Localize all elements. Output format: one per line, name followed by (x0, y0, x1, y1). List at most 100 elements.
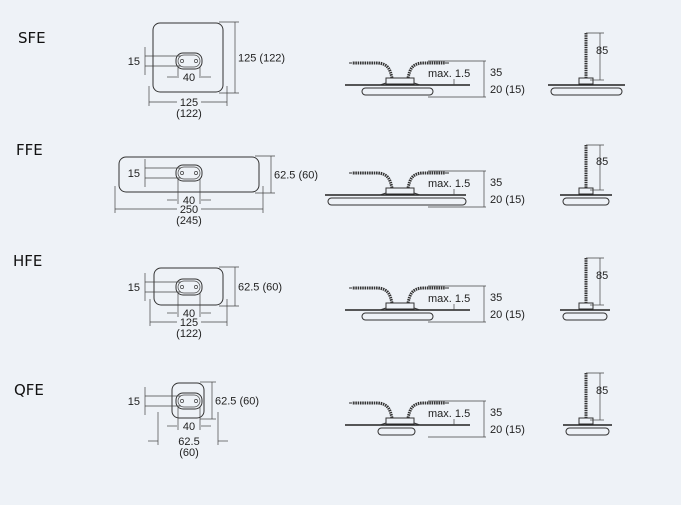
slot-height-label: 15 (128, 282, 140, 294)
terminal-slot-outer (175, 392, 203, 410)
end-view: 85 (560, 144, 612, 206)
cable-right (406, 401, 445, 419)
side-height-top-label: 35 (490, 407, 502, 419)
cable-left (352, 401, 394, 419)
cable-left (352, 61, 394, 79)
terminal-hole (194, 59, 198, 63)
top-view: 15 40 62.5 (60) 125(122) (128, 266, 282, 340)
width-dimension-alt-label: (60) (179, 447, 199, 459)
slot-width-label: 40 (183, 421, 195, 433)
max-gap-label: max. 1.5 (428, 293, 470, 305)
terminal-slot-outer (175, 278, 203, 296)
heating-element (361, 312, 434, 321)
cable-left (352, 286, 394, 304)
end-height-label: 85 (596, 270, 608, 282)
housing-flange (379, 82, 421, 86)
side-height-bottom-label: 20 (15) (490, 309, 525, 321)
terminal-slot-outer (175, 164, 203, 182)
side-height-top-label: 35 (490, 292, 502, 304)
model-row-2: HFE 15 40 62.5 (60) 125(122) max. 1.5 35 20 (15… (13, 252, 610, 340)
height-dimension-label: 62.5 (60) (274, 170, 318, 182)
terminal-housing (578, 302, 594, 310)
end-view: 85 (548, 32, 625, 96)
housing-flange (379, 307, 421, 311)
terminal-hole (180, 285, 184, 289)
terminal-housing (385, 77, 415, 85)
terminal-hole (194, 399, 198, 403)
element-outline (171, 382, 205, 419)
side-height-bottom-label: 20 (15) (490, 194, 525, 206)
terminal-housing (385, 302, 415, 310)
heating-element (550, 87, 623, 96)
max-gap-label: max. 1.5 (428, 408, 470, 420)
cable-right (406, 171, 445, 189)
side-height-top-label: 35 (490, 67, 502, 79)
terminal-slot-inner (177, 394, 201, 408)
model-name: HFE (13, 252, 42, 270)
element-outline (153, 267, 224, 306)
width-dimension-alt-label: (122) (176, 328, 202, 340)
end-view: 85 (560, 257, 610, 321)
side-height-bottom-label: 20 (15) (490, 84, 525, 96)
side-view: max. 1.5 35 20 (15) (345, 285, 525, 323)
slot-width-label: 40 (183, 308, 195, 320)
height-dimension-label: 62.5 (60) (215, 396, 259, 408)
slot-height-label: 15 (128, 168, 140, 180)
width-dimension-label: 250 (180, 204, 198, 216)
slot-height-label: 15 (128, 396, 140, 408)
width-dimension-label: 125 (180, 97, 198, 109)
terminal-hole (180, 171, 184, 175)
heating-element (562, 197, 610, 206)
end-height-label: 85 (596, 156, 608, 168)
terminal-hole (180, 399, 184, 403)
side-view: max. 1.5 35 20 (15) (345, 60, 525, 98)
terminal-housing (385, 417, 415, 425)
terminal-housing (578, 187, 594, 195)
housing-flange (379, 192, 421, 196)
terminal-slot-inner (177, 54, 201, 68)
terminal-housing (578, 417, 594, 425)
end-view: 85 (563, 372, 612, 436)
width-dimension-alt-label: (245) (176, 215, 202, 227)
slot-width-label: 40 (183, 195, 195, 207)
max-gap-label: max. 1.5 (428, 178, 470, 190)
terminal-hole (194, 285, 198, 289)
terminal-hole (180, 59, 184, 63)
cable-right (406, 286, 445, 304)
model-row-0: SFE 15 40 125 (122) 125(122) max. 1.5 35 20 (15… (18, 21, 625, 120)
width-dimension-alt-label: (122) (176, 108, 202, 120)
element-outline (118, 156, 260, 193)
terminal-hole (194, 171, 198, 175)
heating-element (377, 427, 416, 436)
side-height-top-label: 35 (490, 177, 502, 189)
heating-element (327, 197, 467, 206)
end-height-label: 85 (596, 385, 608, 397)
slot-height-label: 15 (128, 56, 140, 68)
end-height-label: 85 (596, 45, 608, 57)
element-outline (152, 22, 224, 93)
cable-right (406, 61, 445, 79)
cable-left (352, 171, 394, 189)
model-name: QFE (14, 381, 44, 399)
heating-element (562, 312, 608, 321)
top-view: 15 40 62.5 (60) 250(245) (114, 155, 318, 227)
model-row-3: QFE 15 40 62.5 (60) 62.5(60) max. 1.5 35 20 (15… (14, 372, 612, 459)
top-view: 15 40 125 (122) 125(122) (128, 21, 285, 120)
heating-element (565, 427, 610, 436)
slot-width-label: 40 (183, 72, 195, 84)
model-name: SFE (18, 29, 46, 47)
housing-flange (379, 422, 421, 426)
height-dimension-label: 62.5 (60) (238, 282, 282, 294)
terminal-slot-outer (175, 52, 203, 70)
width-dimension-label: 62.5 (178, 436, 199, 448)
max-gap-label: max. 1.5 (428, 68, 470, 80)
terminal-slot-inner (177, 166, 201, 180)
terminal-housing (385, 187, 415, 195)
width-dimension-label: 125 (180, 317, 198, 329)
terminal-slot-inner (177, 280, 201, 294)
height-dimension-label: 125 (122) (238, 53, 285, 65)
side-height-bottom-label: 20 (15) (490, 424, 525, 436)
terminal-housing (578, 77, 594, 85)
